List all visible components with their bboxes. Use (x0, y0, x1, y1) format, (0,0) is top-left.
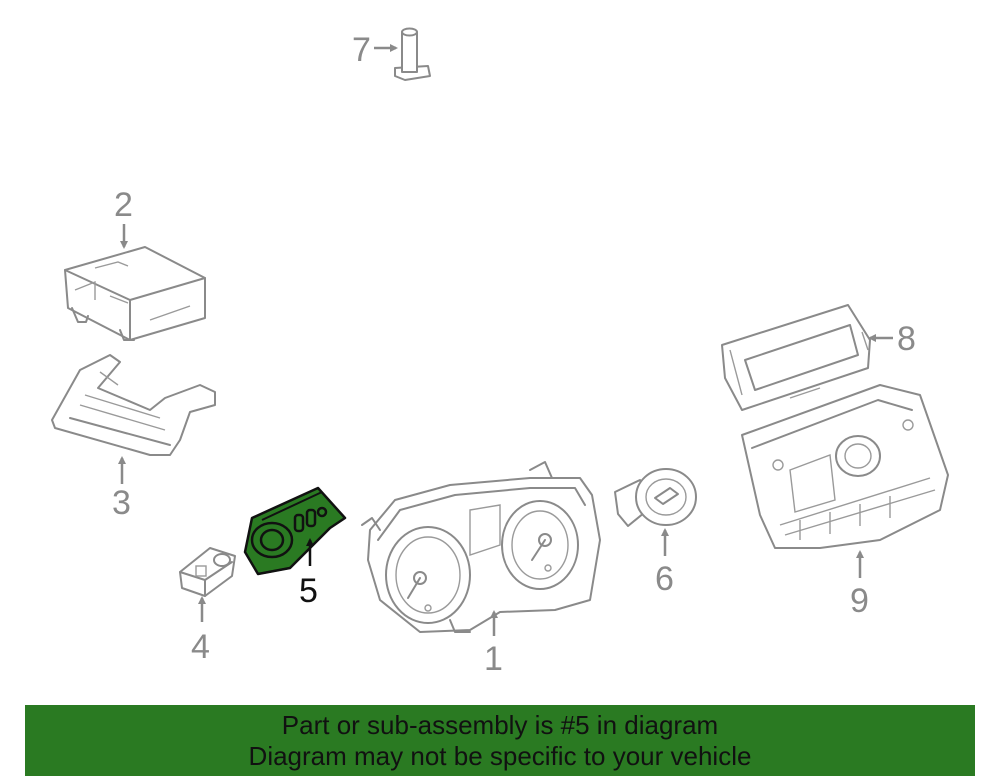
callout-3[interactable]: 3 (112, 456, 131, 522)
banner-line-part: Part or sub-assembly is #5 in diagram (281, 710, 719, 740)
svg-text:8: 8 (897, 320, 916, 358)
part-9-control-panel[interactable] (741, 384, 949, 549)
svg-text:6: 6 (655, 560, 674, 598)
part-3-bracket[interactable] (51, 354, 216, 456)
part-4-switch[interactable] (179, 547, 236, 597)
callout-9[interactable]: 9 (850, 550, 869, 620)
callout-8[interactable]: 8 (868, 320, 916, 358)
svg-text:3: 3 (112, 484, 131, 522)
svg-text:2: 2 (114, 186, 133, 224)
callout-1[interactable]: 1 (484, 610, 503, 678)
callout-5[interactable]: 5 (299, 538, 318, 610)
svg-text:1: 1 (484, 640, 503, 678)
banner-line-disclaimer: Diagram may not be specific to your vehi… (248, 741, 752, 771)
callout-2[interactable]: 2 (114, 186, 133, 249)
part-7-stud[interactable] (394, 27, 431, 81)
parts-diagram: 7 2 3 4 (51, 27, 949, 678)
part-6-ignition-switch[interactable] (614, 468, 697, 527)
callout-4[interactable]: 4 (191, 596, 210, 666)
part-2-module[interactable] (64, 246, 206, 341)
part-8-display[interactable] (721, 304, 871, 411)
svg-text:5: 5 (299, 572, 318, 610)
part-5-headlamp-switch[interactable] (243, 486, 347, 576)
callout-6[interactable]: 6 (655, 528, 674, 598)
svg-text:7: 7 (352, 31, 371, 69)
callout-7[interactable]: 7 (352, 31, 398, 69)
svg-text:9: 9 (850, 582, 869, 620)
svg-text:4: 4 (191, 628, 210, 666)
part-1-instrument-cluster[interactable] (361, 461, 601, 633)
info-banner: Part or sub-assembly is #5 in diagram Di… (25, 705, 975, 776)
